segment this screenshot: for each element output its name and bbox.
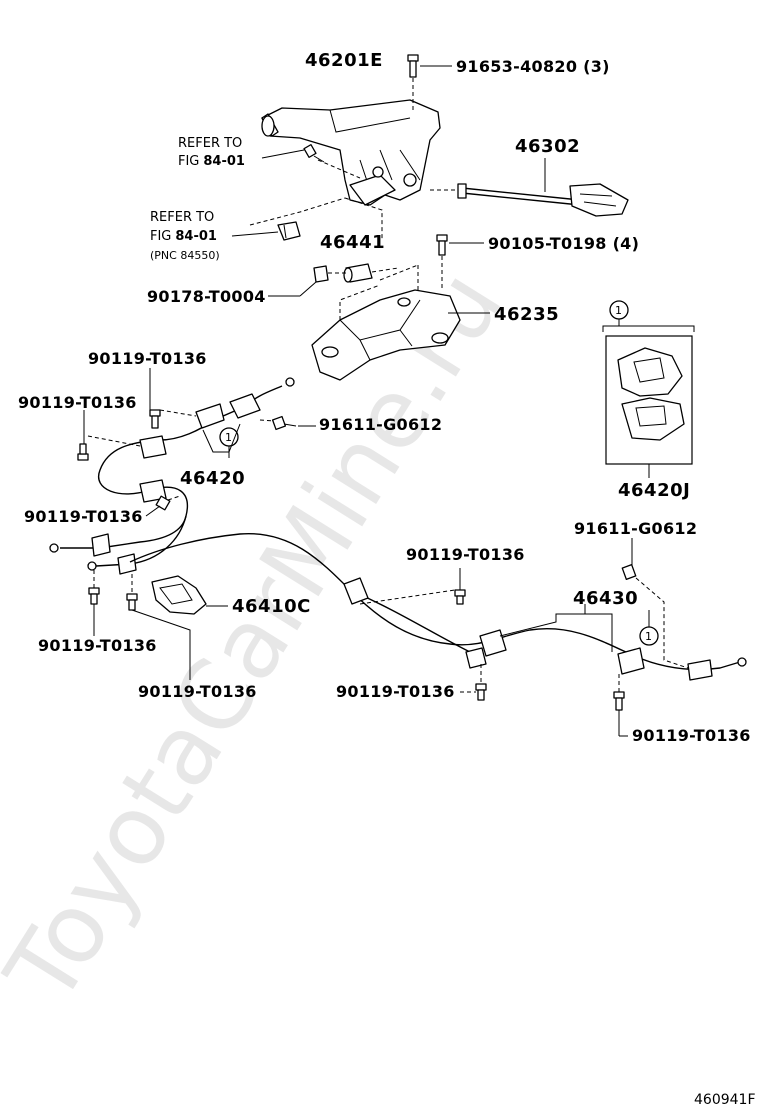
label-refer1-line1: REFER TO xyxy=(178,136,242,151)
bolt-front-b-icon xyxy=(77,443,89,461)
label-46302: 46302 xyxy=(515,136,580,157)
label-refer2-line1: REFER TO xyxy=(150,210,214,225)
clip-refer-icon xyxy=(277,221,301,241)
cable-clamp xyxy=(151,575,207,615)
bolt-91653-icon xyxy=(407,54,419,78)
parking-brake-rod xyxy=(457,183,629,217)
label-90105-T0198: 90105-T0198 (4) xyxy=(488,234,639,253)
label-46410C: 46410C xyxy=(232,596,311,617)
label-91653-40820: 91653-40820 (3) xyxy=(456,57,610,76)
label-90119-c: 90119-T0136 xyxy=(24,507,143,526)
rear-cable xyxy=(129,532,747,681)
label-90119-e: 90119-T0136 xyxy=(38,636,157,655)
nut-icon xyxy=(313,265,329,283)
bolt-rear-mid-icon xyxy=(454,589,466,605)
label-refer2-pnc: (PNC 84550) xyxy=(150,249,220,262)
bolt-rear-right-icon xyxy=(613,691,625,711)
label-90119-d: 90119-T0136 xyxy=(406,545,525,564)
label-91611-rear: 91611-G0612 xyxy=(574,519,697,538)
pin-icon xyxy=(343,263,373,283)
bolt-91611-front-icon xyxy=(271,415,297,431)
circle-marker-rear: 1 xyxy=(645,630,652,643)
bolt-lower-left-a-icon xyxy=(88,587,100,605)
bolt-lower-left-b-icon xyxy=(126,593,138,611)
label-46235: 46235 xyxy=(494,304,559,325)
label-46441: 46441 xyxy=(320,232,385,253)
label-46430: 46430 xyxy=(573,588,638,609)
label-46420J: 46420J xyxy=(618,480,690,501)
label-90119-h: 90119-T0136 xyxy=(632,726,751,745)
label-46420: 46420 xyxy=(180,468,245,489)
label-90119-a: 90119-T0136 xyxy=(88,349,207,368)
circle-marker-kit: 1 xyxy=(615,304,622,317)
label-46201E: 46201E xyxy=(305,50,383,71)
parking-brake-lever xyxy=(261,99,441,206)
circle-marker-front: 1 xyxy=(225,431,232,444)
bolt-refer-icon xyxy=(303,144,325,163)
lever-bracket xyxy=(311,289,461,381)
label-90119-b: 90119-T0136 xyxy=(18,393,137,412)
bolt-90105-icon xyxy=(436,234,448,256)
front-cable xyxy=(49,377,295,575)
label-90119-g: 90119-T0136 xyxy=(336,682,455,701)
drawing-code: 460941F xyxy=(694,1092,756,1108)
bolt-front-a-icon xyxy=(149,409,161,429)
label-91611-front: 91611-G0612 xyxy=(319,415,442,434)
label-90178-T0004: 90178-T0004 xyxy=(147,287,266,306)
bolt-rear-low-icon xyxy=(475,683,487,701)
bolt-91611-rear-icon xyxy=(621,564,637,580)
label-90119-f: 90119-T0136 xyxy=(138,682,257,701)
clamp-kit-parts xyxy=(617,347,685,441)
